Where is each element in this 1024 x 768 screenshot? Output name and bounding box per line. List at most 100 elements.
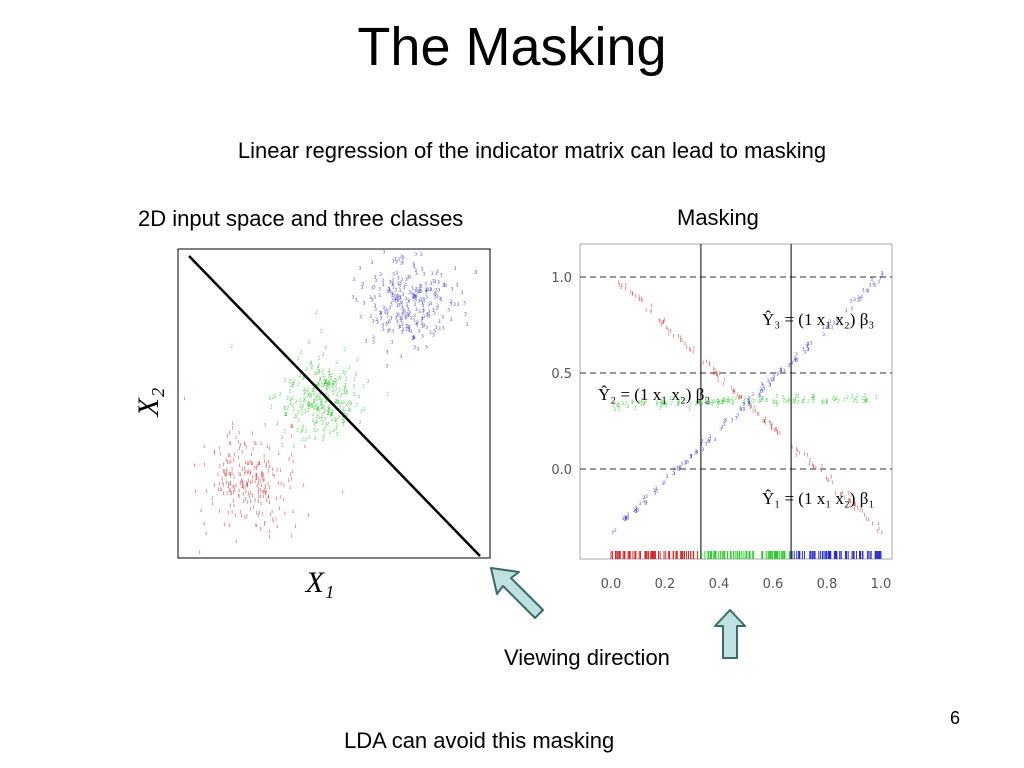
class-1-point: 1 — [280, 469, 283, 474]
class-2-point: 2 — [276, 422, 279, 427]
class-1-point: 1 — [280, 482, 283, 487]
class-3-point: 3 — [422, 309, 425, 314]
class-2-point: 2 — [327, 380, 330, 385]
class-2-point: 2 — [289, 379, 292, 384]
class-3-point: 3 — [413, 265, 416, 270]
class-3-fit-point: 3 — [761, 389, 764, 394]
class-2-point: 2 — [303, 399, 306, 404]
class-2-point: 2 — [328, 382, 331, 387]
class-3-fit-point: 3 — [690, 454, 693, 459]
class-3-point: 3 — [439, 297, 442, 302]
class-3-point: 3 — [417, 347, 420, 352]
class-2-fit-point: 2 — [717, 399, 720, 404]
class-3-point: 3 — [441, 316, 444, 321]
class-1-point: 1 — [290, 435, 293, 440]
class-1-fit-point: 1 — [841, 491, 844, 496]
class-2-point: 2 — [355, 373, 358, 378]
class-1-point: 1 — [211, 497, 214, 502]
class-3-fit-point: 3 — [624, 517, 627, 522]
class-1-point: 1 — [230, 489, 233, 494]
class-3-point: 3 — [406, 304, 409, 309]
class-3-fit-point: 3 — [783, 369, 786, 374]
y-tick-label: 0.5 — [551, 367, 572, 382]
class-2-point: 2 — [307, 403, 310, 408]
class-3-fit-point: 3 — [661, 482, 664, 487]
class-3-point: 3 — [466, 323, 469, 328]
class-2-fit-point: 2 — [698, 400, 701, 405]
class-1-point: 1 — [193, 464, 196, 469]
class-2-point: 2 — [323, 434, 326, 439]
class-2-fit-point: 2 — [661, 400, 664, 405]
class-1-point: 1 — [218, 446, 221, 451]
class-1-point: 1 — [255, 467, 258, 472]
class-2-point: 2 — [301, 411, 304, 416]
class-3-point: 3 — [432, 309, 435, 314]
x-tick-label: 0.0 — [601, 577, 622, 592]
class-1-point: 1 — [268, 535, 271, 540]
class-3-fit-point: 3 — [709, 438, 712, 443]
class-3-point: 3 — [414, 298, 417, 303]
class-1-point: 1 — [231, 467, 234, 472]
class-2-fit-point: 2 — [775, 400, 778, 405]
class-3-point: 3 — [372, 340, 375, 345]
class-1-fit-point: 1 — [705, 360, 708, 365]
class-3-fit-point: 3 — [634, 508, 637, 513]
class-2-point: 2 — [329, 382, 332, 387]
class-1-fit-point: 1 — [702, 361, 705, 366]
class-1-fit-point: 1 — [679, 339, 682, 344]
class-1-fit-point: 1 — [634, 294, 637, 299]
class-2-point: 2 — [335, 419, 338, 424]
class-1-point: 1 — [225, 471, 228, 476]
class-3-point: 3 — [410, 292, 413, 297]
class-3-point: 3 — [454, 267, 457, 272]
class-1-fit-point: 1 — [723, 378, 726, 383]
class-1-fit-point: 1 — [685, 346, 688, 351]
class-3-fit-point: 3 — [637, 509, 640, 514]
class-2-fit-point: 2 — [664, 401, 667, 406]
class-2-point: 2 — [312, 419, 315, 424]
class-1-point: 1 — [261, 471, 264, 476]
class-1-fit-point: 1 — [835, 492, 838, 497]
equation-y3: Ŷ₃ = (1 x₁ x₂) β₃ — [762, 310, 874, 329]
class-3-point: 3 — [419, 290, 422, 295]
class-2-fit-point: 2 — [708, 401, 711, 406]
class-2-fit-point: 2 — [812, 395, 815, 400]
class-2-fit-point: 2 — [772, 400, 775, 405]
class-1-point: 1 — [261, 490, 264, 495]
class-2-fit-point: 2 — [853, 399, 856, 404]
class-3-point: 3 — [397, 298, 400, 303]
class-3-fit-point: 3 — [787, 364, 790, 369]
class-3-fit-point: 3 — [663, 481, 666, 486]
class-2-fit-point: 2 — [802, 400, 805, 405]
class-3-fit-point: 3 — [743, 402, 746, 407]
class-2-point: 2 — [356, 358, 359, 363]
class-1-fit-point: 1 — [861, 510, 864, 515]
class-3-point: 3 — [408, 276, 411, 281]
class-2-point: 2 — [349, 409, 352, 414]
class-3-fit-point: 3 — [836, 321, 839, 326]
class-2-point: 2 — [325, 386, 328, 391]
class-3-point: 3 — [415, 295, 418, 300]
class-1-fit-point: 1 — [806, 453, 809, 458]
class-3-fit-point: 3 — [758, 394, 761, 399]
class-1-fit-point: 1 — [738, 396, 741, 401]
class-1-fit-point: 1 — [625, 284, 628, 289]
class-1-fit-point: 1 — [730, 386, 733, 391]
class-1-point: 1 — [205, 489, 208, 494]
class-1-point: 1 — [277, 481, 280, 486]
class-2-fit-point: 2 — [724, 399, 727, 404]
class-3-fit-point: 3 — [709, 435, 712, 440]
slide-title: The Masking — [357, 17, 667, 77]
class-3-point: 3 — [378, 294, 381, 299]
class-2-point: 2 — [332, 383, 335, 388]
class-1-fit-point: 1 — [871, 522, 874, 527]
class-2-point: 2 — [328, 385, 331, 390]
class-3-point: 3 — [385, 322, 388, 327]
class-1-fit-point: 1 — [868, 518, 871, 523]
class-3-fit-point: 3 — [735, 416, 738, 421]
class-2-point: 2 — [311, 388, 314, 393]
class-1-point: 1 — [231, 511, 234, 516]
class-3-fit-point: 3 — [724, 418, 727, 423]
class-1-point: 1 — [251, 480, 254, 485]
class-2-fit-point: 2 — [618, 407, 621, 412]
